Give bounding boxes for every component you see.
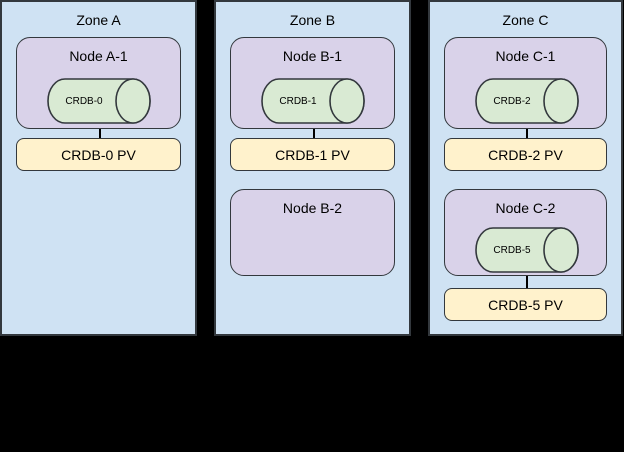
crdb-5-pv-label: CRDB-5 PV (488, 296, 563, 313)
cylinder-icon (47, 78, 151, 124)
crdb-5-label: CRDB-5 (493, 244, 531, 256)
zone-b-label: Zone B (289, 12, 336, 28)
node-c2: Node C-2 CRDB-5 (444, 189, 607, 276)
crdb-2-label: CRDB-2 (493, 95, 531, 107)
node-b2-label: Node B-2 (282, 200, 343, 216)
connector-c2-pv (526, 276, 528, 288)
crdb-1-cylinder: CRDB-1 (261, 78, 366, 124)
crdb-1-pv: CRDB-1 PV (230, 138, 395, 171)
node-a1-label: Node A-1 (69, 48, 128, 64)
node-c2-label: Node C-2 (495, 200, 556, 216)
connector-c1-pv (526, 129, 528, 139)
node-a1: Node A-1 CRDB-0 (16, 37, 181, 129)
node-b1-label: Node B-1 (282, 48, 343, 64)
crdb-2-pv-label: CRDB-2 PV (488, 146, 563, 163)
node-c1-label: Node C-1 (495, 48, 556, 64)
node-b1: Node B-1 CRDB-1 (230, 37, 395, 129)
crdb-0-label: CRDB-0 (65, 95, 103, 107)
node-c1: Node C-1 CRDB-2 (444, 37, 607, 129)
crdb-0-cylinder: CRDB-0 (47, 78, 152, 124)
zone-a-label: Zone A (76, 12, 121, 28)
crdb-1-pv-label: CRDB-1 PV (275, 146, 350, 163)
connector-a1-pv (99, 129, 101, 139)
crdb-2-cylinder: CRDB-2 (475, 78, 580, 124)
crdb-0-pv-label: CRDB-0 PV (61, 146, 136, 163)
node-b2: Node B-2 (230, 189, 395, 276)
connector-b1-pv (313, 129, 315, 139)
crdb-2-pv: CRDB-2 PV (444, 138, 607, 171)
zone-c-label: Zone C (502, 12, 549, 28)
cylinder-icon (261, 78, 365, 124)
zone-c: Zone C Node C-1 CRDB-2 CRDB-2 PV Node C-… (428, 0, 623, 336)
cylinder-icon (475, 78, 579, 124)
cylinder-icon (475, 227, 579, 273)
crdb-0-pv: CRDB-0 PV (16, 138, 181, 171)
crdb-1-label: CRDB-1 (279, 95, 317, 107)
zone-b: Zone B Node B-1 CRDB-1 CRDB-1 PV Node B-… (214, 0, 411, 336)
crdb-5-pv: CRDB-5 PV (444, 288, 607, 321)
crdb-5-cylinder: CRDB-5 (475, 227, 580, 273)
zone-a: Zone A Node A-1 CRDB-0 CRDB-0 PV (0, 0, 197, 336)
